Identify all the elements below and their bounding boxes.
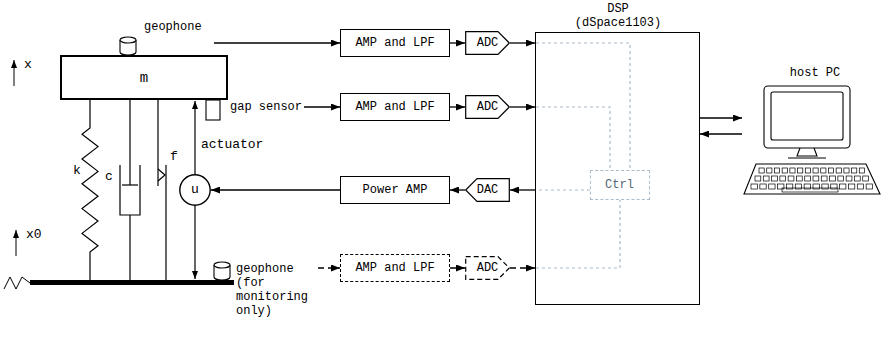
node-text: ADC <box>477 100 499 114</box>
dsp-board: DSP (dSpace1103)Ctrl <box>535 32 700 305</box>
damper-label: c <box>105 170 113 184</box>
controller-box: Ctrl <box>590 170 650 200</box>
node-text: geophone <box>144 20 202 34</box>
power-amp-box: Power AMP <box>340 176 450 204</box>
node-text: ADC <box>477 36 499 50</box>
displacement-arrow <box>14 60 15 86</box>
signal-arrow <box>450 106 465 107</box>
node-text: AMP and LPF <box>355 261 434 275</box>
node-text: Power AMP <box>363 183 428 197</box>
ground-disturbance <box>4 277 30 289</box>
adc-block: ADC <box>465 256 510 280</box>
node-text: ADC <box>477 261 499 275</box>
actuator-symbol: u <box>179 174 211 206</box>
node-text: gap sensor <box>230 100 302 114</box>
adc-block: ADC <box>465 95 510 119</box>
amplifier-box: AMP and LPF <box>340 254 450 282</box>
amplifier-box: AMP and LPF <box>340 93 450 121</box>
mass-block: m <box>60 55 228 100</box>
signal-arrow <box>450 42 465 43</box>
node-text: host PC <box>742 66 888 80</box>
displacement-arrow <box>16 230 17 256</box>
friction-symbol <box>158 100 166 280</box>
node-text: geophone (for monitoring only) <box>236 262 316 318</box>
signal-arrow <box>304 106 340 107</box>
amplifier-box: AMP and LPF <box>340 29 450 57</box>
ground-base <box>30 280 234 285</box>
geophone-sensor: geophone (for monitoring only) <box>212 258 318 318</box>
gap-sensor: gap sensor <box>204 94 304 120</box>
coordinate-label: x <box>24 58 32 72</box>
internal-signal-line <box>536 43 630 268</box>
signal-arrow <box>700 133 742 134</box>
host-computer: host PC <box>742 66 888 200</box>
damper-symbol <box>120 100 140 280</box>
node-text: Ctrl <box>605 178 634 192</box>
node-text: AMP and LPF <box>355 100 434 114</box>
node-text: DSP (dSpace1103) <box>568 2 668 30</box>
dac-block: DAC <box>465 178 510 202</box>
part-label: actuator <box>201 138 263 152</box>
node-text: u <box>191 183 199 197</box>
signal-arrow <box>214 42 340 43</box>
signal-arrow <box>510 42 535 43</box>
spring-label: k <box>73 164 81 178</box>
spring-symbol <box>82 100 98 280</box>
host-computer-outline <box>742 66 888 200</box>
node-text: DAC <box>477 183 499 197</box>
adc-block: ADC <box>465 31 510 55</box>
signal-arrow <box>450 189 465 190</box>
geophone-sensor: geophone <box>118 18 214 58</box>
signal-arrow <box>211 189 340 190</box>
node-text: AMP and LPF <box>355 36 434 50</box>
coordinate-label: x0 <box>26 228 42 242</box>
signal-arrow <box>510 267 535 268</box>
friction-label: f <box>170 150 178 164</box>
signal-arrow <box>318 267 340 268</box>
signal-arrow <box>450 267 465 268</box>
signal-arrow <box>510 189 535 190</box>
signal-arrow <box>510 106 535 107</box>
signal-arrow <box>700 117 742 118</box>
node-text: m <box>140 71 148 85</box>
